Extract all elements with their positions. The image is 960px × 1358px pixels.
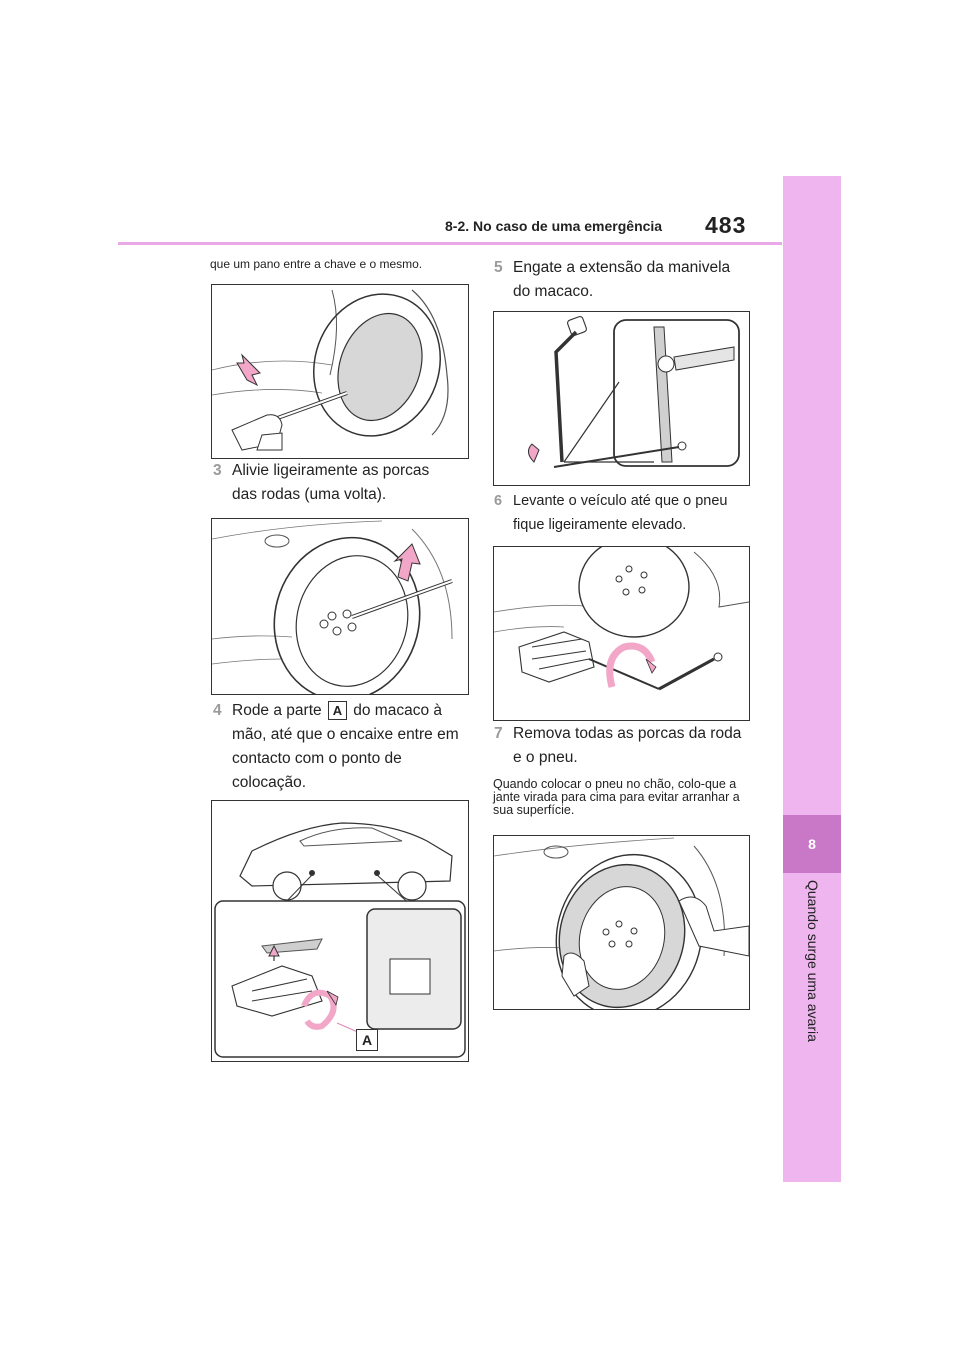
step-6: 6 Levante o veículo até que o pneu fique… — [494, 489, 749, 537]
step-text: Engate a extensão da manivela do macaco. — [513, 259, 731, 300]
step-text: Rode a parte A do macaco à mão, até que … — [213, 699, 463, 795]
step-text-after: do macaco à mão, até que o encaixe entre… — [232, 702, 459, 791]
step-number: 6 — [494, 493, 503, 509]
step-text-before: Rode a parte — [232, 702, 322, 719]
chapter-title: Quando surge uma avaria — [805, 880, 821, 1042]
page-number: 483 — [705, 212, 747, 238]
chapter-side-tab — [783, 176, 841, 1182]
intro-note: que um pano entre a chave e o mesmo. — [210, 257, 423, 271]
figure-loosen-wrench — [211, 284, 469, 459]
step-text: Levante o veículo até que o pneu fique l… — [513, 493, 728, 533]
step-4: 4 Rode a parte A do macaco à mão, até qu… — [213, 699, 463, 795]
figure-remove-tire — [493, 835, 750, 1010]
tire-note: Quando colocar o pneu no chão, colo-que … — [493, 777, 740, 817]
step-5: 5 Engate a extensão da manivela do macac… — [494, 256, 749, 304]
figure-label-a: A — [356, 1029, 378, 1051]
section-title: 8-2. No caso de uma emergência — [445, 218, 663, 234]
figure-wheel-nuts — [211, 518, 469, 695]
step-number: 3 — [213, 462, 222, 479]
step-text: Remova todas as porcas da roda e o pneu. — [513, 725, 742, 766]
chapter-title-wrap: Quando surge uma avaria — [803, 880, 823, 1180]
header-divider — [118, 242, 782, 245]
figure-jack-placement — [211, 800, 469, 1062]
step-7: 7 Remova todas as porcas da roda e o pne… — [494, 722, 749, 770]
step-3: 3 Alivie ligeiramente as porcas das roda… — [213, 459, 453, 507]
figure-crank-extension — [493, 311, 750, 486]
chapter-number: 8 — [783, 815, 841, 873]
step-number: 5 — [494, 259, 503, 276]
figure-raise-vehicle — [493, 546, 750, 721]
marker-a: A — [327, 701, 347, 721]
step-number: 4 — [213, 702, 222, 719]
step-text: Alivie ligeiramente as porcas das rodas … — [232, 462, 430, 503]
step-number: 7 — [494, 725, 503, 742]
